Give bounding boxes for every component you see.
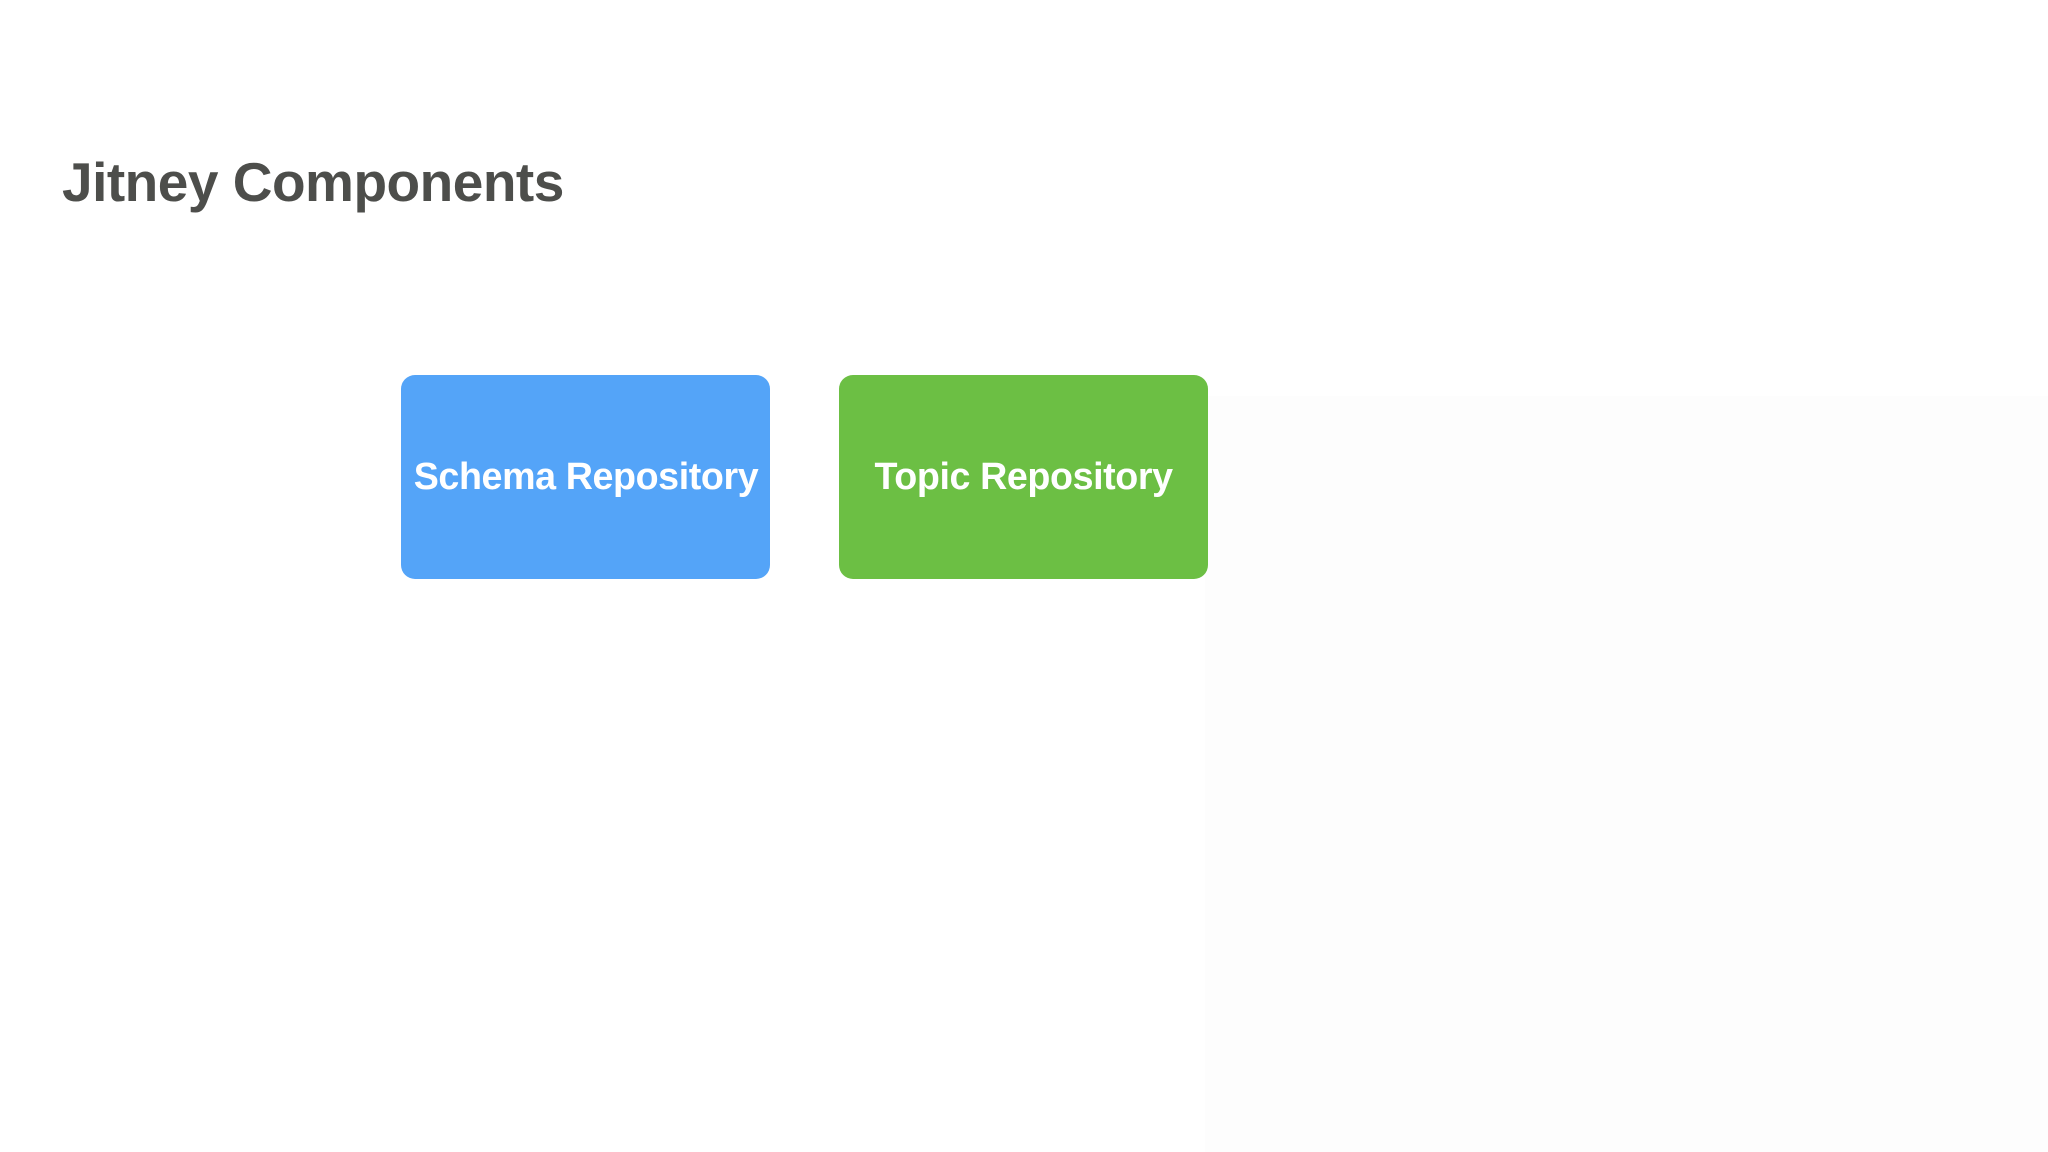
page-title: Jitney Components bbox=[62, 150, 564, 213]
diagram-node-label: Topic Repository bbox=[874, 456, 1173, 498]
diagram-node-schema-repository[interactable]: Schema Repository bbox=[401, 375, 770, 579]
diagram-node-label: Schema Repository bbox=[413, 456, 758, 498]
diagram-node-topic-repository[interactable]: Topic Repository bbox=[839, 375, 1208, 579]
